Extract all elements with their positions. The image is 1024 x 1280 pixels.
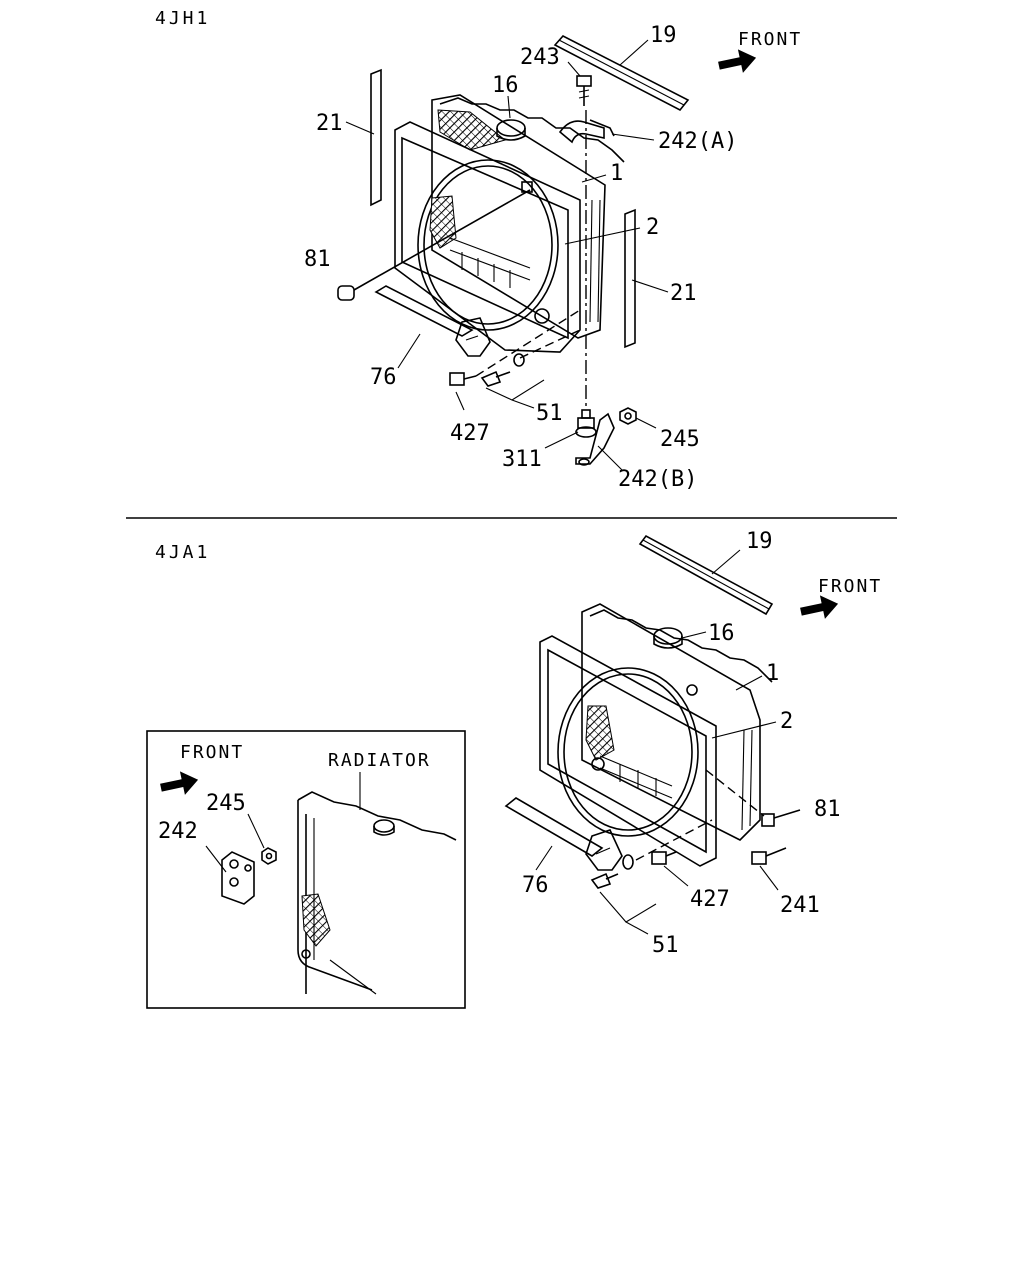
callout-19-bottom: 19 [746, 529, 773, 554]
callout-76-top: 76 [370, 365, 397, 390]
nut-245-top [619, 407, 637, 425]
bolt-243 [576, 75, 592, 106]
radiator-core-4ja1 [581, 603, 773, 841]
clamp-242a [558, 119, 615, 144]
inset-radiator-label: RADIATOR [328, 750, 431, 771]
inset-callout-245: 245 [206, 791, 246, 816]
hose-76-top [374, 285, 491, 357]
drain-cock-51-top [480, 370, 511, 387]
inset-callout-242: 242 [158, 819, 198, 844]
radiator-cap-16-bottom [653, 627, 683, 649]
bolt-241 [751, 847, 787, 865]
front-label-bottom: FRONT [818, 576, 882, 597]
mount-rubber-311 [575, 409, 597, 438]
washer-top [513, 353, 525, 367]
callout-21-left: 21 [316, 111, 343, 136]
callout-81-bottom: 81 [814, 797, 841, 822]
seal-strip-21-right [624, 208, 636, 349]
callout-81-top: 81 [304, 247, 331, 272]
seal-strip-21-left [370, 68, 382, 207]
callout-243: 243 [520, 45, 560, 70]
callout-1-bottom: 1 [766, 661, 779, 686]
bolt-427-bottom [651, 851, 677, 865]
hose-76-bottom [504, 797, 623, 871]
seal-strip-19 [553, 35, 690, 112]
callout-427-top: 427 [450, 421, 490, 446]
callout-2-bottom: 2 [780, 709, 793, 734]
callout-51-top: 51 [536, 401, 563, 426]
callout-21-right: 21 [670, 281, 697, 306]
inset-nut-245 [261, 847, 277, 865]
section-title-4ja1: 4JA1 [155, 542, 210, 563]
callout-51-bottom: 51 [652, 933, 679, 958]
callout-245-top: 245 [660, 427, 700, 452]
inset-front-label: FRONT [180, 742, 244, 763]
callout-2-top: 2 [646, 215, 659, 240]
bracket-242b [575, 412, 615, 466]
callout-311: 311 [502, 447, 542, 472]
callout-16-bottom: 16 [708, 621, 735, 646]
section-title-4jh1: 4JH1 [155, 8, 210, 29]
drain-cock-51-bottom [590, 872, 619, 889]
callout-16-top: 16 [492, 73, 519, 98]
bolt-81-bottom [761, 809, 801, 827]
radiator-core-4jh1 [431, 94, 625, 339]
callout-242a: 242(A) [658, 129, 737, 154]
front-label-top: FRONT [738, 29, 802, 50]
inset-bracket-242 [221, 851, 255, 905]
front-arrow-icon-top [716, 46, 759, 78]
washer-bottom [622, 854, 634, 870]
callout-427-bottom: 427 [690, 887, 730, 912]
inset-radiator-partial [297, 791, 457, 995]
callout-241: 241 [780, 893, 820, 918]
callout-242b: 242(B) [618, 467, 697, 492]
fan-shroud-2-4jh1 [394, 121, 581, 353]
seal-strip-19-bottom [638, 534, 774, 616]
fan-shroud-2-4ja1 [539, 635, 717, 867]
callout-76-bottom: 76 [522, 873, 549, 898]
callout-19-top: 19 [650, 23, 677, 48]
callout-1-top: 1 [610, 161, 623, 186]
bolt-427-top [449, 372, 477, 386]
bolt-81-top [337, 189, 531, 301]
radiator-cap-16 [496, 119, 526, 141]
